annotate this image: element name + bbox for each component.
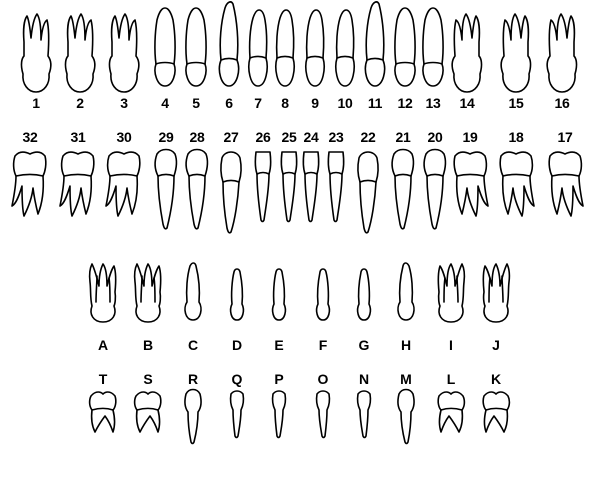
upper-tooth-1-icon [16,12,56,104]
tooth-letter-label: D [232,338,242,352]
tooth-number-label: 25 [282,130,297,144]
lower-tooth-18-icon [496,148,536,240]
tooth-letter-label: S [143,372,152,386]
primary-lower-tooth-P-icon [259,390,299,482]
tooth-letter-label: N [359,372,369,386]
tooth-number-label: 12 [398,96,413,110]
primary-lower-tooth-K-icon [476,390,516,482]
lower-tooth-17-icon [545,148,585,240]
tooth-letter-label: J [492,338,500,352]
tooth-letter-label: T [99,372,108,386]
tooth-number-label: 21 [396,130,411,144]
tooth-number-label: 27 [224,130,239,144]
upper-tooth-3-icon [104,12,144,104]
tooth-number-label: 17 [558,130,573,144]
lower-tooth-31-icon [58,148,98,240]
lower-tooth-30-icon [104,148,144,240]
tooth-number-label: 5 [192,96,200,110]
tooth-number-label: 30 [117,130,132,144]
tooth-number-label: 28 [190,130,205,144]
upper-tooth-2-icon [60,12,100,104]
tooth-number-label: 15 [509,96,524,110]
tooth-letter-label: R [188,372,198,386]
tooth-letter-label: L [447,372,456,386]
lower-tooth-22-icon [348,148,388,240]
tooth-letter-label: O [318,372,329,386]
tooth-number-label: 23 [329,130,344,144]
tooth-letter-label: Q [232,372,243,386]
primary-lower-tooth-M-icon [386,390,426,482]
primary-lower-tooth-O-icon [303,390,343,482]
tooth-number-label: 4 [161,96,169,110]
tooth-letter-label: M [400,372,412,386]
tooth-number-label: 19 [463,130,478,144]
tooth-number-label: 8 [281,96,289,110]
tooth-number-label: 31 [71,130,86,144]
primary-lower-tooth-Q-icon [217,390,257,482]
primary-lower-tooth-L-icon [431,390,471,482]
tooth-letter-label: G [359,338,370,352]
tooth-number-label: 32 [23,130,38,144]
tooth-letter-label: H [401,338,411,352]
tooth-number-label: 7 [254,96,262,110]
tooth-letter-label: F [319,338,328,352]
primary-lower-tooth-S-icon [128,390,168,482]
tooth-number-label: 2 [76,96,84,110]
tooth-number-label: 3 [120,96,128,110]
tooth-letter-label: C [188,338,198,352]
tooth-number-label: 1 [32,96,40,110]
tooth-number-label: 9 [311,96,319,110]
upper-tooth-15-icon [496,12,536,104]
tooth-number-label: 29 [159,130,174,144]
tooth-letter-label: P [274,372,283,386]
lower-tooth-32-icon [10,148,50,240]
primary-lower-tooth-T-icon [83,390,123,482]
tooth-letter-label: I [449,338,453,352]
tooth-number-label: 16 [555,96,570,110]
tooth-number-label: 13 [426,96,441,110]
lower-tooth-19-icon [450,148,490,240]
tooth-number-label: 11 [368,96,382,110]
lower-tooth-20-icon [415,148,455,240]
upper-tooth-14-icon [447,12,487,104]
tooth-letter-label: K [491,372,501,386]
upper-tooth-16-icon [542,12,582,104]
tooth-number-label: 6 [225,96,233,110]
tooth-letter-label: E [274,338,283,352]
tooth-number-label: 22 [361,130,376,144]
primary-lower-tooth-N-icon [344,390,384,482]
tooth-number-label: 24 [304,130,319,144]
tooth-number-label: 14 [460,96,475,110]
tooth-letter-label: B [143,338,153,352]
tooth-number-label: 26 [256,130,271,144]
tooth-number-label: 20 [428,130,443,144]
tooth-number-label: 18 [509,130,524,144]
tooth-letter-label: A [98,338,108,352]
primary-lower-tooth-R-icon [173,390,213,482]
tooth-number-label: 10 [338,96,353,110]
